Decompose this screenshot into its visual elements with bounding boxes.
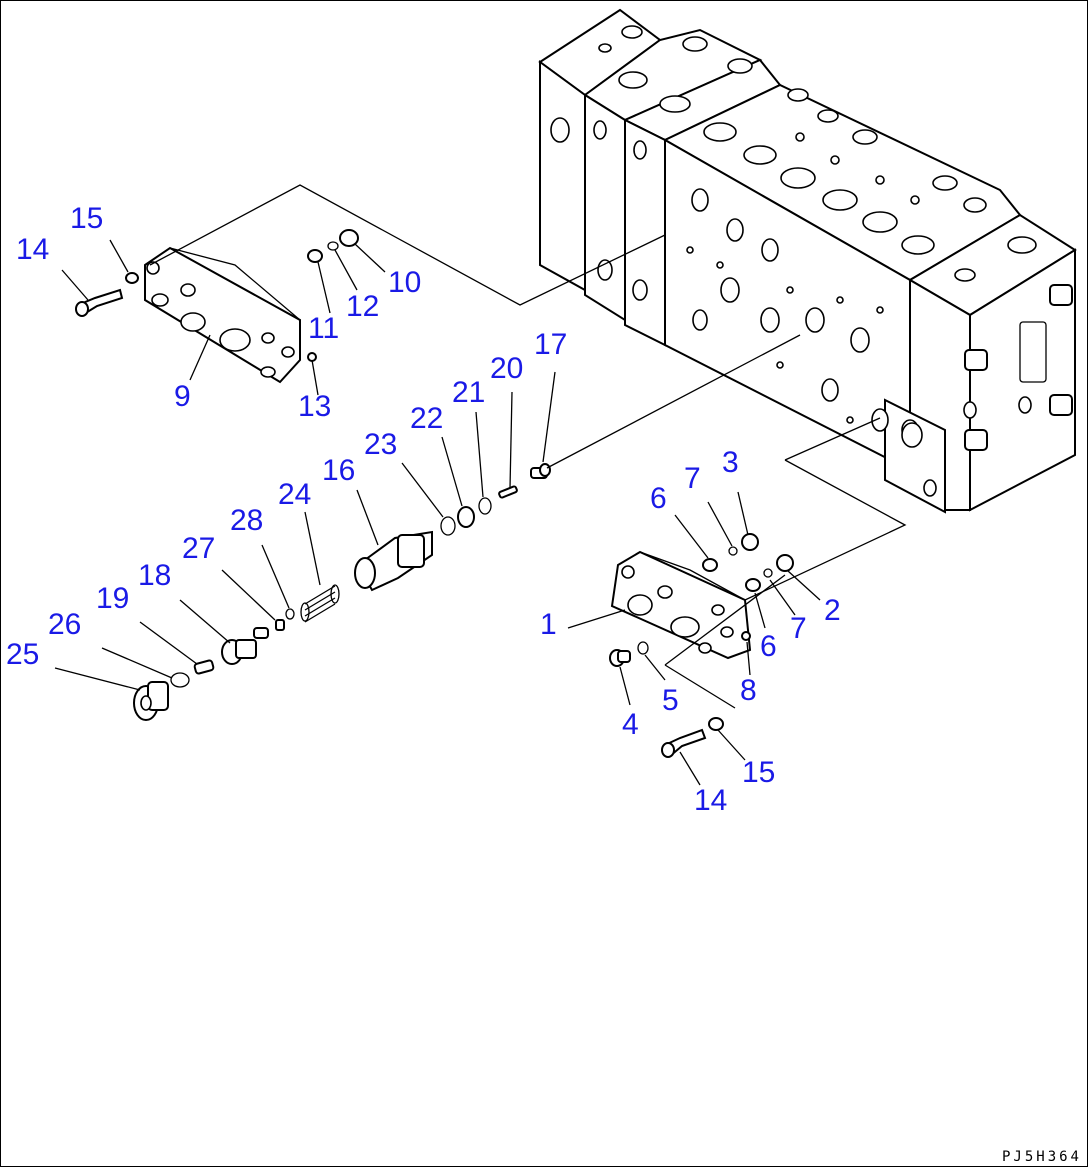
part-28	[285, 608, 295, 620]
callout-12: 12	[346, 290, 380, 323]
callout-14-left: 14	[16, 233, 50, 266]
sleeve-part-11	[307, 249, 323, 263]
o-ring-part-7-right	[763, 568, 773, 578]
washer-part-15-left	[125, 272, 139, 284]
plug-part-4	[609, 649, 631, 667]
o-ring-part-26	[170, 672, 190, 688]
plug-part-13	[307, 352, 317, 362]
poppet-part-20	[498, 485, 518, 499]
control-valve-body	[538, 8, 1077, 514]
callout-15-right: 15	[742, 756, 776, 789]
callout-15-left: 15	[70, 202, 104, 235]
adjuster-part-18	[221, 627, 269, 665]
callout-2: 2	[824, 594, 841, 627]
sleeve-part-6-top	[702, 558, 718, 572]
callout-9: 9	[174, 380, 191, 413]
plug-part-10	[339, 229, 359, 247]
ring-part-22	[457, 506, 475, 528]
callout-11: 11	[308, 312, 340, 345]
part-27	[275, 619, 285, 631]
callout-20: 20	[490, 352, 524, 385]
callout-6-right: 6	[760, 630, 777, 663]
callout-5: 5	[662, 684, 679, 717]
ring-part-23	[440, 516, 456, 536]
assembly-lines	[149, 184, 907, 709]
callout-8: 8	[740, 674, 757, 707]
callout-26: 26	[48, 608, 82, 641]
washer-part-15-right	[708, 717, 724, 731]
o-ring-part-5	[637, 641, 649, 655]
plug-part-8	[741, 631, 751, 641]
callout-3: 3	[722, 446, 739, 479]
o-ring-part-12	[327, 241, 339, 251]
callout-7-right: 7	[790, 612, 807, 645]
callout-14-right: 14	[694, 784, 728, 817]
callout-1: 1	[540, 608, 557, 641]
plug-part-17	[530, 463, 551, 479]
housing-part-1	[610, 550, 752, 660]
callout-21: 21	[452, 376, 486, 409]
cap-part-25	[133, 681, 169, 721]
leader-lines	[54, 239, 821, 786]
callout-18: 18	[138, 559, 172, 592]
plug-part-2	[776, 554, 794, 572]
callout-19: 19	[96, 582, 130, 615]
callout-10: 10	[388, 266, 422, 299]
callout-13: 13	[298, 390, 332, 423]
spring-part-24	[300, 584, 340, 623]
callout-23: 23	[364, 428, 398, 461]
bolt-part-14-left	[75, 288, 124, 317]
drawing-code: PJ5H364	[1001, 1149, 1082, 1165]
relief-valve-part-16	[354, 530, 433, 592]
callout-24: 24	[278, 478, 312, 511]
callout-25: 25	[6, 638, 40, 671]
bolt-part-14-right	[661, 728, 707, 758]
callout-27: 27	[182, 532, 216, 565]
o-ring-part-21	[478, 497, 492, 515]
sleeve-part-6-right	[745, 578, 761, 592]
callout-7-top: 7	[684, 462, 701, 495]
o-ring-part-7-top	[728, 546, 738, 556]
callout-17: 17	[534, 328, 568, 361]
callout-22: 22	[410, 402, 444, 435]
callout-28: 28	[230, 504, 264, 537]
callout-4: 4	[622, 708, 639, 741]
part-19	[193, 659, 215, 675]
plug-part-3	[741, 533, 759, 551]
callout-16: 16	[322, 454, 356, 487]
callout-6-top: 6	[650, 482, 667, 515]
housing-part-9	[144, 246, 301, 384]
